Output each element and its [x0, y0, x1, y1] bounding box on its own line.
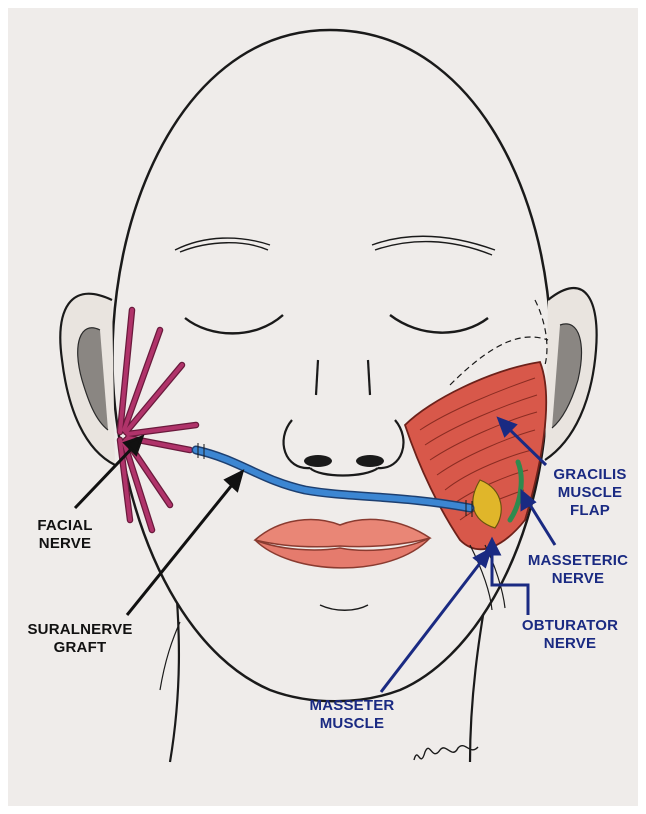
- label-line: FACIAL: [20, 517, 110, 535]
- left-nostril: [304, 455, 332, 467]
- label-masseteric-nerve: MASSETERIC NERVE: [518, 552, 638, 588]
- label-line: MUSCLE: [545, 484, 635, 502]
- label-line: SURALNERVE: [10, 621, 150, 639]
- label-line: NERVE: [518, 570, 638, 588]
- label-line: MASSETERIC: [518, 552, 638, 570]
- label-obturator-nerve: OBTURATOR NERVE: [515, 617, 625, 653]
- right-nostril: [356, 455, 384, 467]
- label-line: MASSETER: [302, 697, 402, 715]
- label-line: NERVE: [515, 635, 625, 653]
- label-line: GRAFT: [10, 639, 150, 657]
- label-line: FLAP: [545, 502, 635, 520]
- label-line: MUSCLE: [302, 715, 402, 733]
- label-line: OBTURATOR: [515, 617, 625, 635]
- label-line: GRACILIS: [545, 466, 635, 484]
- label-facial-nerve: FACIAL NERVE: [20, 517, 110, 553]
- label-sural-nerve-graft: SURALNERVE GRAFT: [10, 621, 150, 657]
- label-masseter-muscle: MASSETER MUSCLE: [302, 697, 402, 733]
- label-gracilis-muscle-flap: GRACILIS MUSCLE FLAP: [545, 466, 635, 520]
- label-line: NERVE: [20, 535, 110, 553]
